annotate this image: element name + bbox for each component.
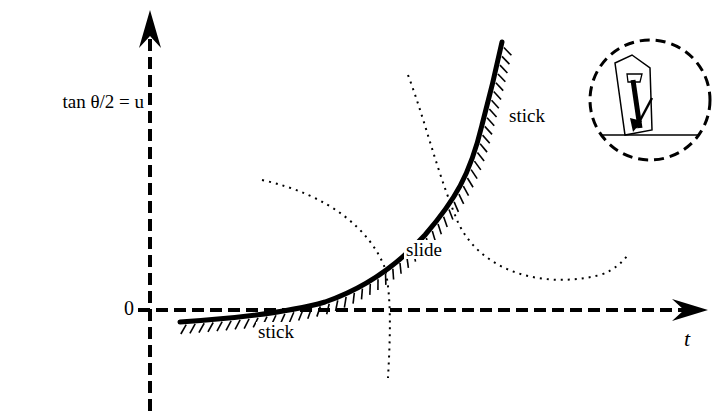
hatch-stroke bbox=[299, 311, 303, 321]
hatch-stroke bbox=[477, 153, 484, 161]
hatch-stroke bbox=[190, 324, 195, 333]
y-axis-arrow bbox=[139, 10, 161, 48]
hatch-stroke bbox=[500, 65, 507, 73]
region-label: slide bbox=[404, 240, 444, 259]
hatch-stroke bbox=[459, 194, 464, 204]
hatch-stroke bbox=[454, 202, 458, 212]
inset-block bbox=[586, 55, 715, 135]
region-label: stick bbox=[507, 106, 547, 125]
hatch-stroke bbox=[444, 217, 448, 227]
trajectory-curve bbox=[180, 42, 502, 322]
hatch-stroke bbox=[492, 100, 499, 108]
hatch-stroke bbox=[235, 320, 240, 330]
hatch-stroke bbox=[496, 83, 503, 91]
hatch-stroke bbox=[392, 269, 394, 280]
axis-label: tan θ/2 = u bbox=[62, 92, 144, 111]
hatch-stroke bbox=[400, 263, 401, 274]
axis-label: t bbox=[684, 328, 690, 350]
hatch-stroke bbox=[336, 300, 338, 311]
hatch-stroke bbox=[353, 293, 354, 304]
hatch-stroke bbox=[485, 126, 492, 134]
hatch-stroke bbox=[449, 209, 453, 219]
hatch-stroke bbox=[377, 279, 379, 290]
region-label: stick bbox=[256, 322, 296, 341]
hatch-stroke bbox=[244, 319, 249, 329]
hatch-stroke bbox=[217, 322, 222, 332]
hatch-stroke bbox=[199, 323, 204, 332]
hatch-stroke bbox=[369, 284, 371, 295]
hatch-stroke bbox=[327, 304, 330, 315]
inset-circle bbox=[590, 40, 710, 160]
hatch-stroke bbox=[208, 322, 213, 331]
x-axis bbox=[138, 308, 700, 312]
hatch-stroke bbox=[308, 309, 312, 319]
hatch-stroke bbox=[290, 312, 294, 322]
hatch-stroke bbox=[361, 289, 363, 300]
hatch-stroke bbox=[480, 144, 487, 152]
hatch-stroke bbox=[471, 170, 477, 179]
hatch-stroke bbox=[494, 91, 501, 99]
hatch-stroke bbox=[385, 274, 387, 285]
hatch-stroke bbox=[504, 48, 512, 56]
hatch-stroke bbox=[489, 109, 496, 117]
hatch-stroke bbox=[467, 178, 473, 187]
hatch-stroke bbox=[483, 135, 490, 143]
hatch-stroke bbox=[181, 325, 186, 334]
hatch-stroke bbox=[502, 56, 509, 64]
x-axis-arrow bbox=[672, 299, 708, 321]
origin-label: 0 bbox=[124, 298, 134, 318]
hatch-stroke bbox=[226, 321, 231, 331]
hatch-stroke bbox=[438, 224, 441, 234]
hatch-stroke bbox=[344, 297, 346, 308]
y-axis bbox=[148, 22, 152, 411]
hatch-stroke bbox=[487, 118, 494, 126]
hatch-stroke bbox=[317, 306, 320, 316]
hatch-stroke bbox=[463, 186, 468, 195]
hatch-stroke bbox=[474, 161, 480, 170]
hatch-stroke bbox=[498, 74, 505, 82]
